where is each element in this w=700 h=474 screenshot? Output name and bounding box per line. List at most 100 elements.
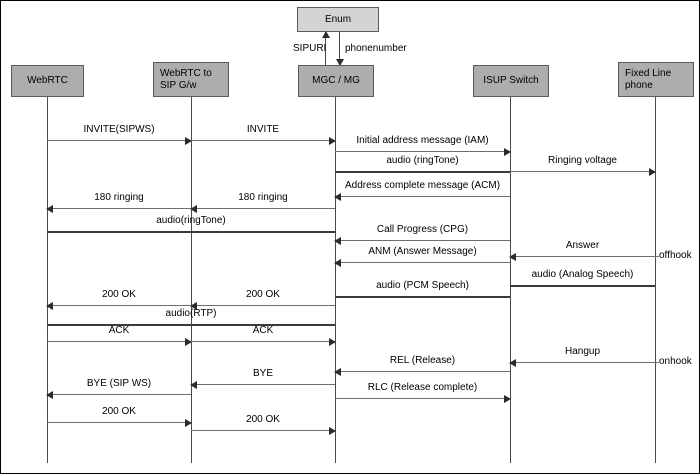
message-label-m02: INVITE	[246, 124, 280, 135]
arrow-head-right-icon	[504, 394, 511, 403]
message-shaft-m07	[191, 208, 335, 209]
message-shaft-m19	[191, 341, 335, 342]
message-shaft-m25	[47, 422, 191, 423]
enum-label: Enum	[324, 13, 352, 25]
actor-label-fixed: Fixed Line phone	[625, 67, 672, 91]
message-label-m03: Initial address message (IAM)	[356, 135, 489, 146]
message-shaft-m01	[47, 140, 191, 141]
lifeline-webrtc	[47, 97, 48, 463]
arrow-head-up-icon	[321, 31, 330, 38]
arrow-head-right-icon	[649, 167, 656, 176]
message-label-m19: ACK	[252, 325, 274, 336]
message-label-m13: audio (Analog Speech)	[531, 269, 634, 280]
actor-box-webrtc: WebRTC	[11, 65, 84, 97]
message-label-m25: 200 OK	[102, 406, 136, 417]
message-shaft-m20	[510, 362, 655, 363]
message-label-m14: audio (PCM Speech)	[376, 280, 469, 291]
message-label-m22: BYE	[252, 368, 273, 379]
message-shaft-m18	[47, 341, 191, 342]
message-shaft-m24	[335, 398, 510, 399]
side-note-offhook: offhook	[659, 250, 692, 261]
message-label-m17: audio(RTP)	[165, 308, 217, 319]
message-label-m09: audio(ringTone)	[156, 215, 226, 226]
arrow-head-left-icon	[190, 301, 197, 310]
arrow-head-left-icon	[190, 204, 197, 213]
message-label-m08: 180 ringing	[94, 192, 144, 203]
arrow-head-left-icon	[509, 358, 516, 367]
side-note-onhook: onhook	[659, 356, 692, 367]
lifeline-isup	[510, 97, 511, 463]
message-shaft-m05	[510, 171, 655, 172]
enum-response-shaft	[339, 32, 340, 65]
side-note-stub-shaft-offhook	[655, 256, 659, 257]
message-shaft-m02	[191, 140, 335, 141]
actor-label-gw: WebRTC to SIP G/w	[160, 67, 212, 91]
arrow-head-right-icon	[185, 136, 192, 145]
actor-box-mgc: MGC / MG	[298, 65, 374, 97]
message-shaft-m10	[335, 240, 510, 241]
message-shaft-m06	[335, 196, 510, 197]
message-label-m04: audio (ringTone)	[386, 155, 459, 166]
actor-label-mgc: MGC / MG	[312, 75, 360, 86]
arrow-head-left-icon	[334, 367, 341, 376]
message-shaft-m15	[191, 305, 335, 306]
message-label-m05: Ringing voltage	[548, 155, 617, 166]
arrow-head-left-icon	[46, 301, 53, 310]
message-shaft-m03	[335, 151, 510, 152]
arrow-head-right-icon	[185, 418, 192, 427]
enum-request-shaft	[325, 32, 326, 65]
enum-request-label: SIPURI	[293, 43, 327, 54]
message-label-m12: ANM (Answer Message)	[368, 246, 477, 257]
arrow-head-right-icon	[329, 136, 336, 145]
arrow-head-left-icon	[46, 204, 53, 213]
arrow-head-left-icon	[334, 236, 341, 245]
message-label-m07: 180 ringing	[238, 192, 288, 203]
enum-node: Enum	[297, 7, 379, 32]
actor-label-webrtc: WebRTC	[27, 75, 68, 86]
lifeline-gw	[191, 97, 192, 463]
arrow-head-left-icon	[334, 258, 341, 267]
message-label-m24: RLC (Release complete)	[367, 382, 478, 393]
message-label-m20: Hangup	[564, 346, 601, 357]
side-note-stub-shaft-onhook	[655, 362, 659, 363]
lifeline-fixed	[655, 97, 656, 463]
message-shaft-m12	[335, 262, 510, 263]
message-shaft-m16	[47, 305, 191, 306]
enum-response-label: phonenumber	[345, 43, 407, 54]
message-shaft-m17	[47, 324, 335, 326]
message-shaft-m21	[335, 371, 510, 372]
message-label-m06: Address complete message (ACM)	[344, 180, 501, 191]
message-shaft-m23	[47, 394, 191, 395]
arrow-head-right-icon	[504, 147, 511, 156]
message-label-m23: BYE (SIP WS)	[86, 378, 152, 389]
arrow-head-right-icon	[185, 337, 192, 346]
message-label-m01: INVITE(SIPWS)	[83, 124, 155, 135]
arrow-head-left-icon	[509, 252, 516, 261]
message-shaft-m11	[510, 256, 655, 257]
message-label-m11: Answer	[565, 240, 600, 251]
message-label-m21: REL (Release)	[389, 355, 456, 366]
actor-label-isup: ISUP Switch	[483, 75, 539, 86]
actor-box-isup: ISUP Switch	[473, 65, 549, 97]
message-shaft-m04	[335, 171, 510, 173]
actor-box-fixed: Fixed Line phone	[618, 62, 694, 97]
arrow-head-left-icon	[190, 380, 197, 389]
message-shaft-m08	[47, 208, 191, 209]
message-shaft-m14	[335, 296, 510, 298]
arrow-head-right-icon	[329, 337, 336, 346]
arrow-head-down-icon	[335, 59, 344, 66]
actor-box-gw: WebRTC to SIP G/w	[153, 62, 229, 97]
message-label-m10: Call Progress (CPG)	[376, 224, 469, 235]
message-shaft-m09	[47, 231, 335, 233]
message-shaft-m13	[510, 285, 655, 287]
message-label-m26: 200 OK	[246, 414, 280, 425]
message-label-m16: 200 OK	[102, 289, 136, 300]
message-shaft-m22	[191, 384, 335, 385]
lifeline-mgc	[335, 97, 336, 463]
message-label-m18: ACK	[108, 325, 130, 336]
message-shaft-m26	[191, 430, 335, 431]
arrow-head-right-icon	[329, 426, 336, 435]
arrow-head-left-icon	[334, 192, 341, 201]
message-label-m15: 200 OK	[246, 289, 280, 300]
